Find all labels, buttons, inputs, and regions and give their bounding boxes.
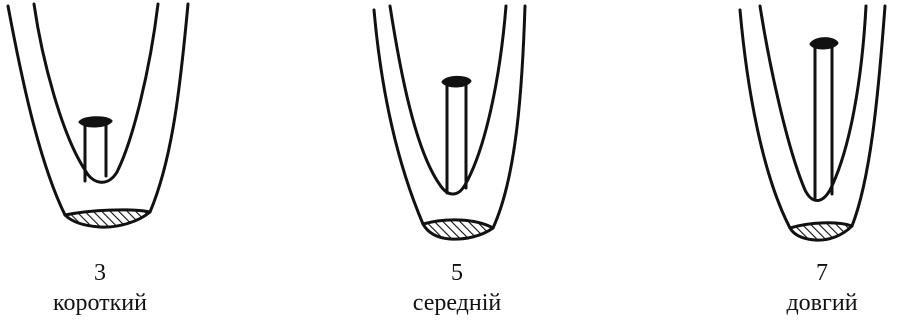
figure-1-caption: короткий (53, 291, 147, 315)
figure-3-caption: довгий (786, 291, 857, 315)
outer-wall-left (374, 10, 423, 224)
figure-1-number: 3 (94, 261, 106, 285)
outer-wall-right (852, 6, 885, 226)
base-cross-section (423, 220, 493, 239)
outer-wall-right (150, 4, 188, 212)
stem (815, 46, 832, 198)
outer-wall-left (8, 6, 65, 215)
stem-cap (80, 118, 111, 126)
inner-channel (34, 4, 158, 182)
figure-2-caption: середній (413, 291, 502, 315)
base-cross-section (65, 210, 150, 227)
outer-wall-right (493, 6, 525, 228)
stem-cap (811, 39, 837, 48)
stem (447, 84, 466, 193)
base-cross-section (790, 223, 852, 240)
figure-3-number: 7 (816, 261, 828, 285)
figure-short (8, 4, 188, 227)
inner-channel (760, 6, 866, 201)
figure-medium (374, 6, 525, 239)
stem-cap (443, 77, 470, 86)
figure-long (740, 6, 885, 240)
figure-2-number: 5 (451, 261, 463, 285)
